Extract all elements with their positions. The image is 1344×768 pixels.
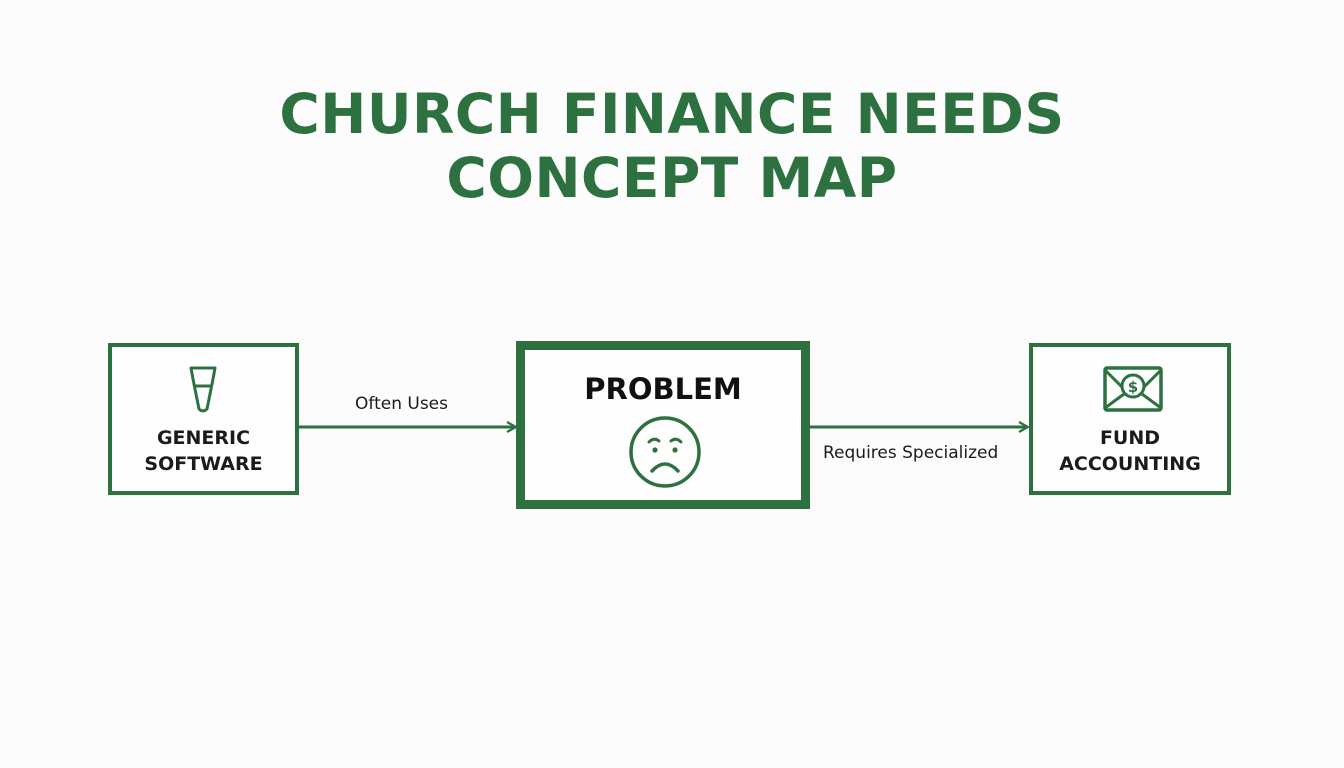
- node-problem: PROBLEM: [516, 341, 810, 509]
- edge-label-often-uses: Often Uses: [355, 394, 448, 414]
- funnel-icon: [189, 366, 217, 413]
- node-problem-label: PROBLEM: [525, 372, 801, 406]
- node-generic-label-line-1: GENERIC: [156, 427, 251, 449]
- edge-label-requires-specialized: Requires Specialized: [823, 443, 999, 463]
- node-fund-label-line-2: ACCOUNTING: [1059, 453, 1201, 475]
- title-line-2: CONCEPT MAP: [446, 146, 898, 210]
- title-line-1: CHURCH FINANCE NEEDS: [279, 82, 1065, 146]
- node-fund-label-line-1: FUND: [1099, 427, 1161, 449]
- node-generic-software: GENERIC SOFTWARE: [108, 343, 299, 495]
- node-generic-label: GENERIC SOFTWARE: [112, 425, 295, 477]
- node-fund-accounting: $ FUND ACCOUNTING: [1029, 343, 1231, 495]
- node-fund-label: FUND ACCOUNTING: [1033, 425, 1227, 477]
- diagram-title: CHURCH FINANCE NEEDS CONCEPT MAP: [0, 82, 1344, 210]
- money-envelope-icon: $: [1103, 366, 1163, 412]
- node-problem-label-line-1: PROBLEM: [584, 372, 742, 406]
- svg-text:$: $: [1128, 378, 1138, 396]
- sad-face-icon: [629, 416, 701, 488]
- node-generic-label-line-2: SOFTWARE: [144, 453, 263, 475]
